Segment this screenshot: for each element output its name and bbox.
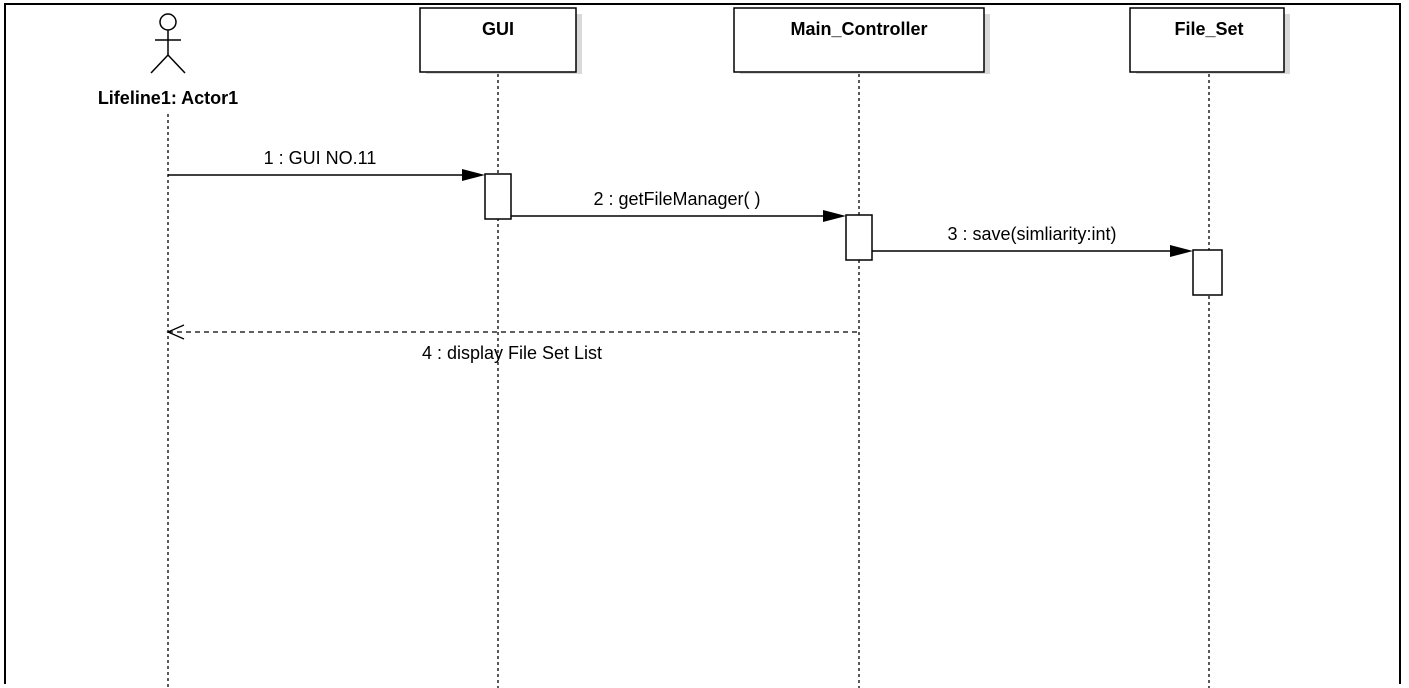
message-4-arrow[interactable] bbox=[166, 324, 859, 340]
activation-file-set bbox=[1192, 249, 1223, 296]
actor-icon bbox=[150, 13, 186, 74]
lifeline-label-file-set: File_Set bbox=[1174, 19, 1243, 39]
lifeline-header-main-controller[interactable]: Main_Controller bbox=[733, 7, 990, 74]
message-3-label: 3 : save(simliarity:int) bbox=[947, 224, 1116, 244]
actor-label: Lifeline1: Actor1 bbox=[98, 88, 238, 108]
message-3-arrow[interactable] bbox=[872, 245, 1193, 257]
message-2-arrow[interactable] bbox=[511, 210, 846, 222]
message-4-label: 4 : display File Set List bbox=[422, 343, 602, 363]
lifeline-label-main-controller: Main_Controller bbox=[790, 19, 927, 39]
message-2-label: 2 : getFileManager( ) bbox=[593, 189, 760, 209]
message-1-arrow[interactable] bbox=[168, 169, 485, 181]
activation-main-controller bbox=[845, 214, 873, 261]
lifeline-header-file-set[interactable]: File_Set bbox=[1129, 7, 1290, 74]
diagram-frame bbox=[4, 3, 1401, 684]
message-1-label: 1 : GUI NO.11 bbox=[264, 148, 377, 168]
lifeline-label-gui: GUI bbox=[482, 19, 514, 39]
lifeline-header-gui[interactable]: GUI bbox=[419, 7, 582, 74]
activation-gui bbox=[484, 173, 512, 220]
